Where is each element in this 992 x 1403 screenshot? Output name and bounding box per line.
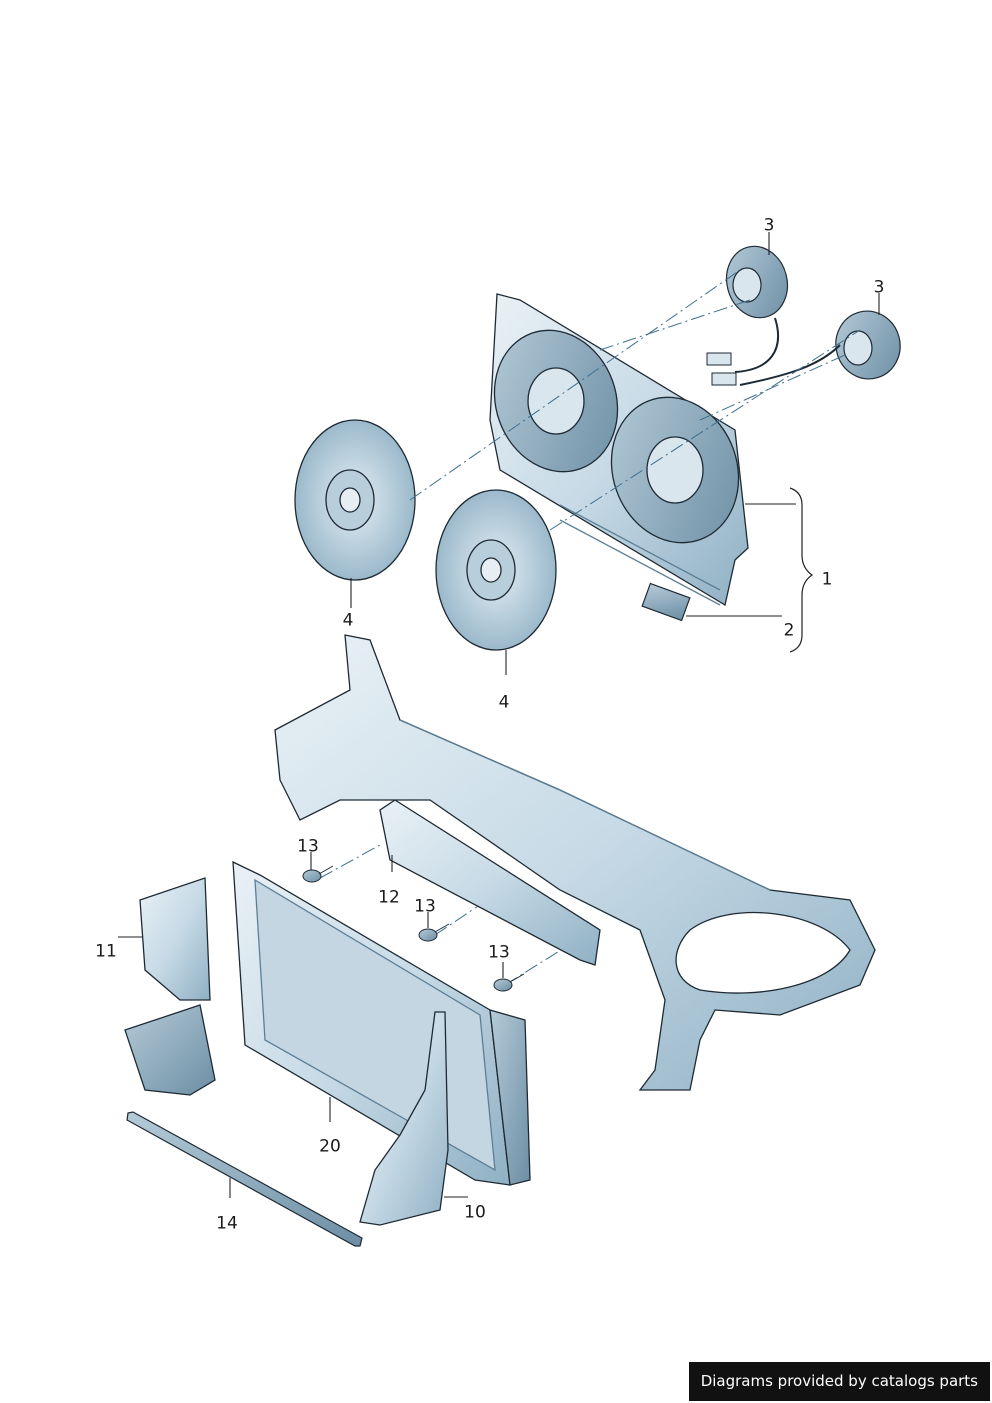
seal-strip <box>126 1111 363 1247</box>
callout-13-c: 13 <box>488 942 510 963</box>
air-duct-left <box>124 877 216 1096</box>
group-bracket <box>789 487 814 653</box>
callout-14: 14 <box>216 1213 238 1234</box>
callout-1: 1 <box>821 569 833 590</box>
fan-shroud <box>489 293 749 607</box>
callout-3-lower: 3 <box>873 277 885 298</box>
screw-a <box>302 865 334 883</box>
screw-b <box>418 923 450 942</box>
air-guide-upper <box>379 799 601 966</box>
screw-c <box>493 973 525 992</box>
callout-13-a: 13 <box>297 836 319 857</box>
air-guide-right <box>359 1011 449 1226</box>
callout-20: 20 <box>319 1136 341 1157</box>
callout-4-right: 4 <box>498 692 510 713</box>
callout-4-left: 4 <box>342 610 354 631</box>
callout-10: 10 <box>464 1202 486 1223</box>
connector-plug-upper <box>706 352 732 366</box>
callout-3-upper: 3 <box>763 215 775 236</box>
connector-plug-lower <box>711 372 737 386</box>
credit-banner[interactable]: Diagrams provided by catalogs parts <box>688 1362 990 1401</box>
fan-motor-upper <box>725 245 789 319</box>
callout-12: 12 <box>378 887 400 908</box>
callout-13-b: 13 <box>414 896 436 917</box>
front-carrier <box>274 634 876 1091</box>
callout-11: 11 <box>95 941 117 962</box>
leader-lines <box>118 232 880 1198</box>
callout-2: 2 <box>783 620 795 641</box>
fan-motor-lower <box>835 310 901 380</box>
motor-wiring <box>734 317 841 386</box>
fan-impeller-left <box>294 419 416 581</box>
fan-impeller-right <box>435 489 557 651</box>
resistor-plate <box>641 582 691 622</box>
